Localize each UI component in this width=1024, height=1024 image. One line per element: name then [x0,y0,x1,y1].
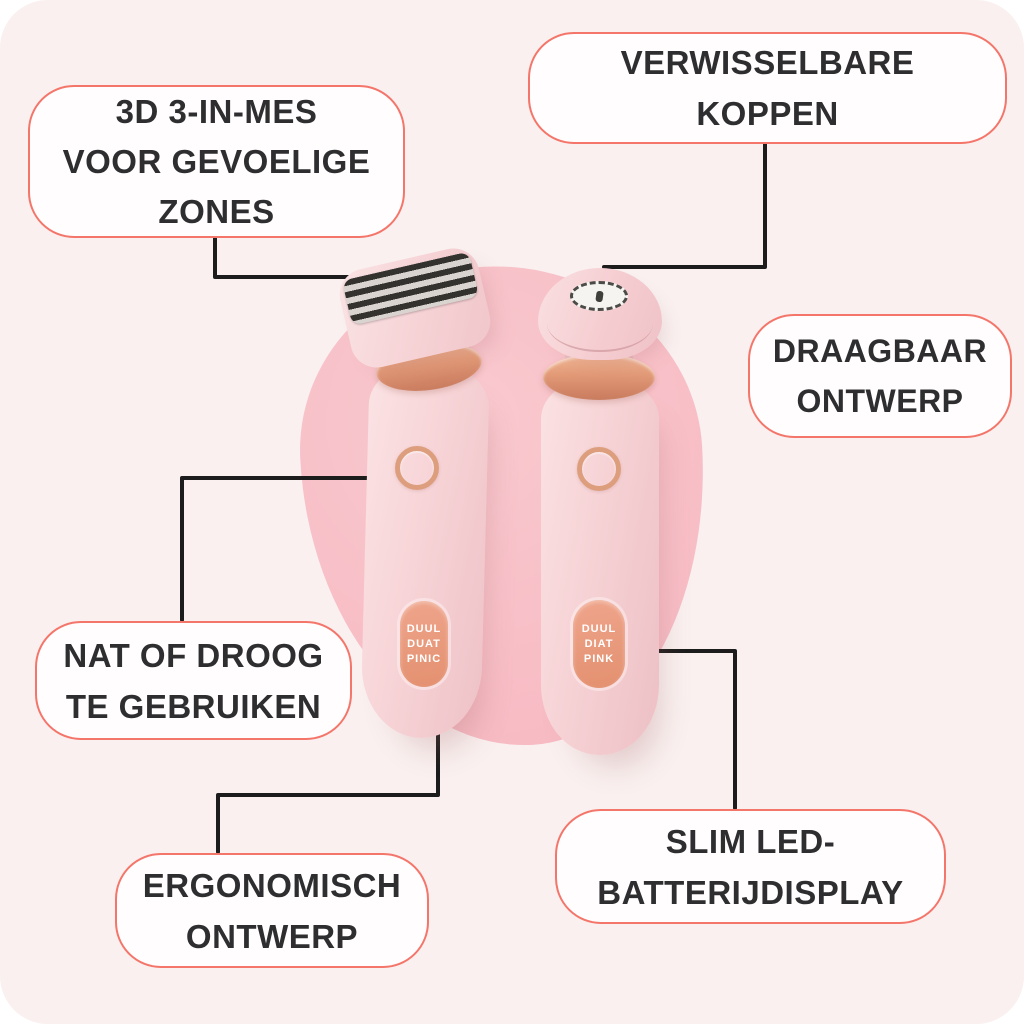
callout-line: ONTWERP [185,917,359,955]
shaver-power-button-icon [395,446,439,490]
trimmer-collar-ring [543,354,655,400]
callout-ergonomic-design: ERGONOMISCH ONTWERP [115,853,429,968]
brand-label-line: DUAT [407,637,441,650]
callout-line: ERGONOMISCH [142,866,402,904]
trimmer-brand-label: DUUL DIAT PINK [573,600,625,688]
connector-blade [213,235,354,279]
callout-line: KOPPEN [696,95,839,132]
callout-line: ONTWERP [796,383,964,419]
brand-label-line: DUUL [581,622,617,635]
brand-label-line: PINIC [406,652,442,665]
brand-label-line: PINK [583,652,615,665]
callout-line: SLIM LED- [665,822,836,860]
brand-label-line: DIAT [584,637,614,650]
trimmer-power-button-icon [577,447,621,491]
connector-wet-dry [180,476,400,622]
callout-line: NAT OF DROOG [63,636,324,674]
callout-line: TE GEBRUIKEN [65,687,322,725]
callout-blade: 3D 3-IN-MES VOOR GEVOELIGE ZONES [28,85,405,238]
callout-line: BATTERIJDISPLAY [597,873,904,911]
callout-line: VOOR GEVOELIGE [62,142,371,180]
callout-line: ZONES [158,192,275,230]
callout-led-battery-display: SLIM LED- BATTERIJDISPLAY [555,809,946,924]
callout-line: 3D 3-IN-MES [115,92,318,130]
connector-heads [602,142,767,269]
shaver-brand-label: DUUL DUAT PINIC [400,601,448,687]
connector-ergonomic [216,730,440,854]
brand-label-line: DUUL [406,622,442,635]
trimmer-body [541,377,659,755]
callout-line: VERWISSELBARE [620,44,915,81]
callout-line: DRAAGBAAR [772,333,988,369]
callout-interchangeable-heads: VERWISSELBARE KOPPEN [528,32,1007,144]
callout-wet-dry: NAT OF DROOG TE GEBRUIKEN [35,621,352,740]
brand-seal-icon [570,281,628,311]
connector-battery [638,649,737,810]
callout-portable-design: DRAAGBAAR ONTWERP [748,314,1012,438]
